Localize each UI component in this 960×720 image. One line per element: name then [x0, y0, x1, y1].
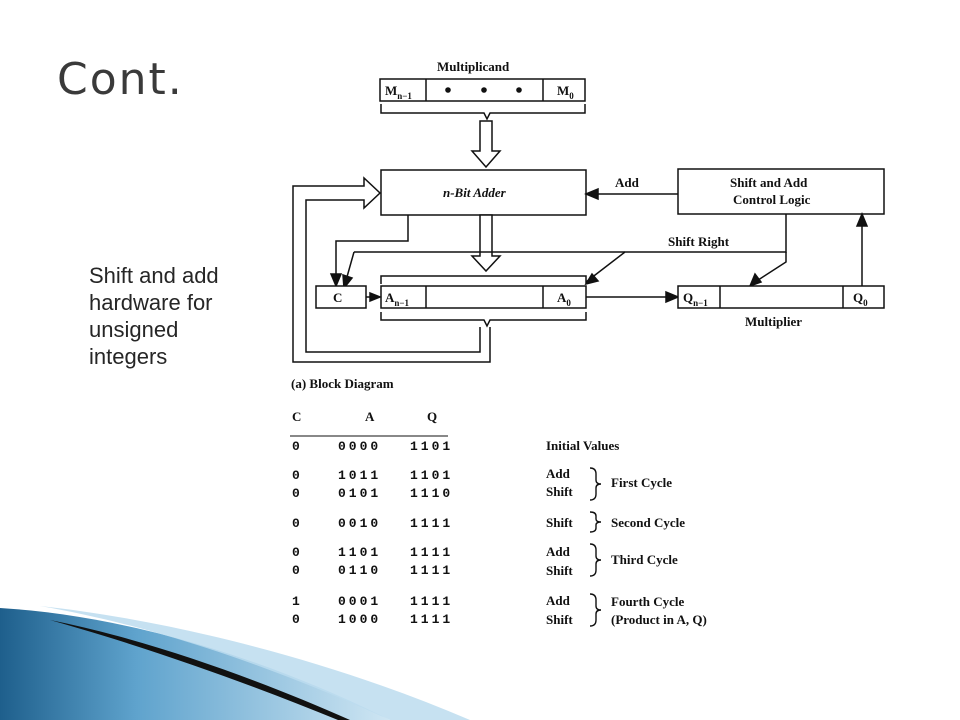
- caption-line: hardware for: [89, 290, 213, 315]
- svg-text:1: 1: [292, 594, 300, 609]
- control-logic-box: [677, 168, 885, 215]
- svg-text:0: 0: [292, 468, 300, 483]
- cycle-label-second: Second Cycle: [611, 515, 685, 530]
- svg-text:1011: 1011: [338, 468, 381, 483]
- control-line-1: Shift and Add: [730, 175, 808, 190]
- multiplier-label: Multiplier: [745, 314, 802, 329]
- adder-to-a-arrow: [470, 214, 502, 273]
- table-row: 0 0110 1111 Shift: [292, 563, 573, 578]
- svg-text:Initial Values: Initial Values: [546, 438, 619, 453]
- feedback-loop: [292, 176, 491, 363]
- table-row: 0 0101 1110 Shift: [292, 484, 573, 501]
- table-row: 0 1011 1101 Add: [292, 466, 571, 483]
- table-row: 0 1000 1111 Shift: [292, 612, 573, 627]
- cycle-braces: [589, 467, 602, 627]
- svg-text:Add: Add: [546, 466, 571, 481]
- table-row: 0 1101 1111 Add: [292, 544, 571, 560]
- svg-text:Add: Add: [546, 593, 571, 608]
- table-header-q: Q: [427, 409, 437, 424]
- svg-text:1101: 1101: [410, 439, 453, 454]
- table-header-a: A: [365, 409, 375, 424]
- a-high-label: An−1: [385, 290, 410, 308]
- diagram-caption: (a) Block Diagram: [291, 376, 394, 391]
- cycle-fourth-note: (Product in A, Q): [611, 612, 707, 627]
- m-low-label: M0: [557, 83, 574, 101]
- svg-text:1101: 1101: [410, 468, 453, 483]
- svg-text:1111: 1111: [410, 563, 453, 578]
- svg-text:0000: 0000: [338, 439, 381, 454]
- shift-right-label: Shift Right: [668, 234, 730, 249]
- svg-text:1101: 1101: [338, 545, 381, 560]
- a-low-label: A0: [557, 290, 571, 308]
- c-label: C: [333, 290, 342, 305]
- table-row: 0 0000 1101 Initial Values: [292, 438, 619, 454]
- adder-box: [380, 169, 587, 216]
- slide-caption: Shift and add hardware for unsigned inte…: [89, 262, 264, 370]
- svg-text:1110: 1110: [410, 486, 453, 501]
- swoosh-light-band: [40, 606, 470, 720]
- svg-text:0: 0: [292, 612, 300, 627]
- svg-text:1111: 1111: [410, 545, 453, 560]
- svg-text:Shift: Shift: [546, 563, 573, 578]
- q-high-label: Qn−1: [683, 290, 708, 308]
- swoosh-black-stroke: [50, 620, 350, 720]
- adder-label: n-Bit Adder: [443, 185, 507, 200]
- svg-text:0: 0: [292, 439, 300, 454]
- svg-text:0: 0: [292, 563, 300, 578]
- svg-text:0001: 0001: [338, 594, 381, 609]
- svg-text:1111: 1111: [410, 594, 453, 609]
- cycle-label-third: Third Cycle: [611, 552, 678, 567]
- svg-text:1000: 1000: [338, 612, 381, 627]
- caption-line: unsigned: [89, 317, 179, 342]
- svg-text:0010: 0010: [338, 516, 381, 531]
- svg-text:0110: 0110: [338, 563, 381, 578]
- q-low-label: Q0: [853, 290, 868, 308]
- svg-text:0: 0: [292, 516, 300, 531]
- svg-text:1111: 1111: [410, 612, 453, 627]
- svg-text:0101: 0101: [338, 486, 381, 501]
- caption-line: integers: [89, 344, 168, 369]
- slide-title: Cont.: [57, 54, 184, 105]
- multiplicand-label: Multiplicand: [437, 59, 510, 74]
- control-line-2: Control Logic: [733, 192, 811, 207]
- add-signal-label: Add: [615, 175, 640, 190]
- svg-text:Shift: Shift: [546, 515, 573, 530]
- caption-line: Shift and add: [89, 263, 219, 288]
- svg-text:0: 0: [292, 545, 300, 560]
- table-row: 1 0001 1111 Add: [292, 593, 571, 609]
- svg-text:Shift: Shift: [546, 484, 573, 499]
- svg-text:0: 0: [292, 486, 300, 501]
- svg-text:Shift: Shift: [546, 612, 573, 627]
- m-high-label: Mn−1: [385, 83, 412, 101]
- multiplicand-to-adder-arrow: [470, 120, 502, 169]
- q-register: [677, 285, 885, 309]
- svg-text:Add: Add: [546, 544, 571, 559]
- table-row: 0 0010 1111 Shift: [292, 515, 573, 531]
- table-header-c: C: [292, 409, 301, 424]
- svg-text:1111: 1111: [410, 516, 453, 531]
- cycle-label-fourth: Fourth Cycle: [611, 594, 685, 609]
- cycle-label-first: First Cycle: [611, 475, 672, 490]
